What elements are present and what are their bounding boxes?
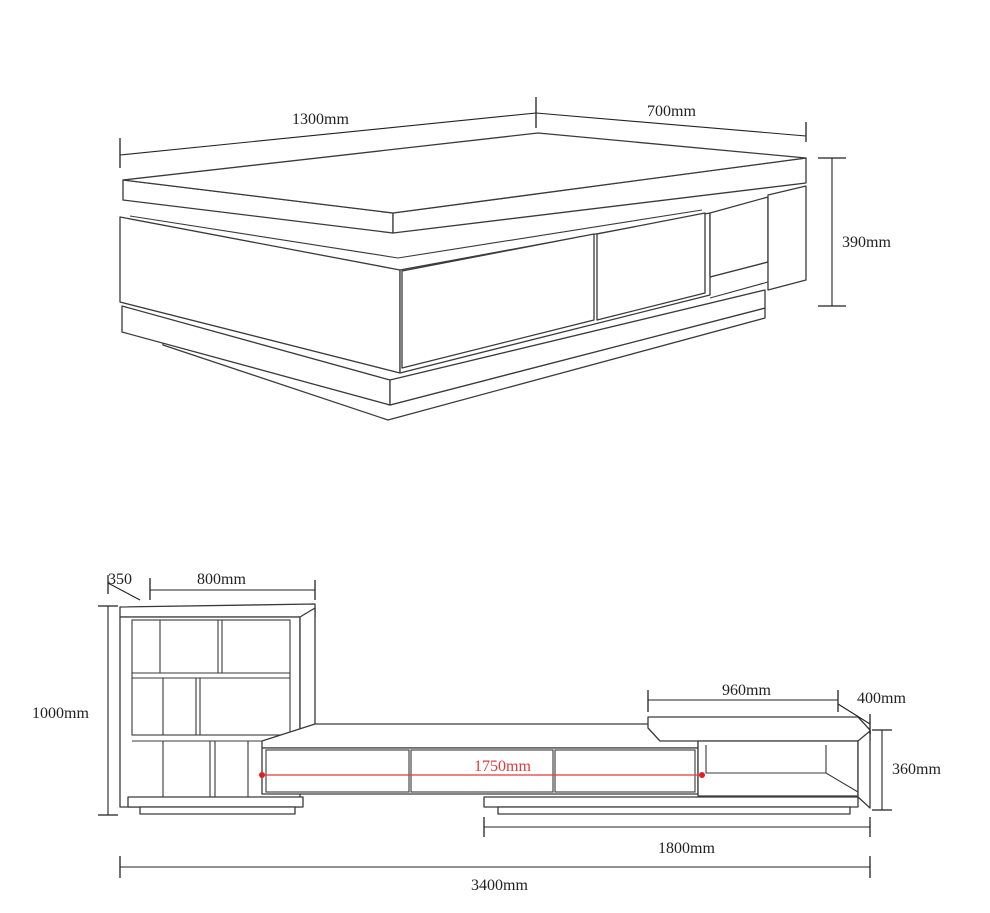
right-cabinet-side	[857, 730, 871, 809]
low-height-label: 360mm	[892, 761, 941, 778]
middle-cabinet-top	[261, 723, 699, 749]
cabinet-height-label: 1000mm	[32, 705, 89, 722]
right-top-slab	[647, 716, 871, 742]
base-length-label: 1800mm	[658, 840, 715, 857]
coffee-table-drawer-2	[596, 212, 706, 321]
coffee-table-open-shelf	[709, 196, 769, 278]
drawer-span-dot-left	[259, 772, 265, 778]
shelf-depth-label: 350	[108, 571, 132, 588]
left-base	[127, 796, 304, 808]
dim-line-length	[119, 112, 537, 156]
middle-drawer-3	[554, 749, 696, 793]
coffee-table-drawing: 1300mm 700mm 390mm	[119, 97, 891, 421]
coffee-table-recess	[129, 209, 703, 259]
middle-drawer-1	[265, 749, 410, 793]
coffee-table-length-label: 1300mm	[292, 111, 349, 128]
drawer-span-dot-right	[699, 772, 705, 778]
coffee-table-top-surface	[122, 132, 807, 214]
middle-drawer-2	[410, 749, 554, 793]
coffee-table-drawer-1	[401, 233, 595, 369]
dim-line-depth	[535, 112, 807, 137]
left-foot	[139, 806, 296, 815]
middle-cabinet-body	[261, 747, 699, 795]
dim-line-shelf-depth	[107, 582, 141, 601]
coffee-table-right-panel	[767, 185, 807, 291]
right-top-width-label: 960mm	[722, 682, 771, 699]
tall-shelf-side	[299, 607, 316, 731]
right-base	[483, 796, 859, 808]
right-foot	[497, 806, 851, 815]
dim-line-right-top-depth	[837, 703, 871, 725]
coffee-table-height-label: 390mm	[842, 234, 891, 251]
right-cabinet-inner	[705, 745, 859, 793]
coffee-table-depth-label: 700mm	[647, 103, 696, 120]
total-length-label: 3400mm	[471, 877, 528, 894]
tall-shelf-top	[119, 603, 316, 618]
right-cabinet-body	[697, 740, 859, 797]
shelf-width-label: 800mm	[197, 571, 246, 588]
coffee-table-base-side	[389, 289, 766, 406]
right-top-depth-label: 400mm	[857, 690, 906, 707]
drawer-span-label: 1750mm	[474, 758, 531, 775]
tv-cabinet-drawing: 1750mm 350 800mm 1000mm 960mm 400mm 360m…	[32, 571, 941, 894]
